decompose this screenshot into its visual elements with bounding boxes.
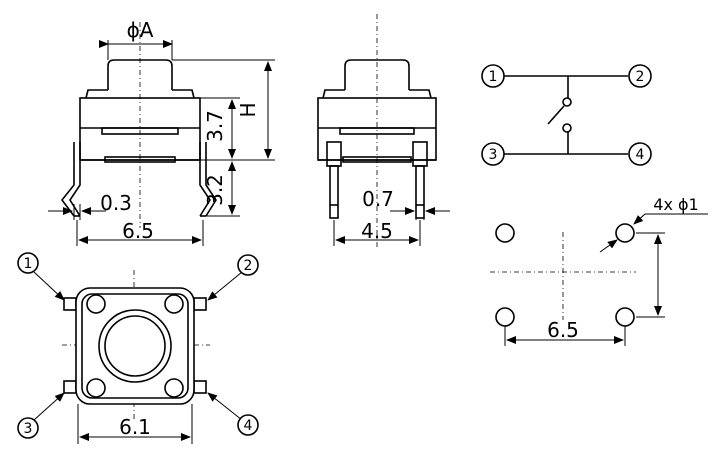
dim-6-5-pcb: 6.5: [547, 318, 579, 342]
schematic-pin-1: 1: [489, 69, 498, 85]
top-pin-2: 2: [244, 258, 253, 274]
dim-6-1: 6.1: [119, 415, 151, 439]
dim-0-7: 0.7: [362, 187, 394, 211]
switch-schematic: 1 2 3 4: [481, 64, 652, 166]
top-view: 1 2 3 4 6.1: [17, 252, 259, 444]
front-view: ϕA H 3.7 3.2 0.3 6.5: [48, 18, 275, 246]
dim-4-5: 4.5: [361, 219, 393, 243]
dim-3-7: 3.7: [203, 110, 227, 142]
top-pin-4: 4: [244, 418, 253, 434]
dim-h: H: [236, 102, 260, 117]
schematic-pin-4: 4: [636, 147, 645, 163]
pcb-layout: 4x ϕ1 6.5: [490, 195, 708, 346]
dim-3-2: 3.2: [203, 174, 227, 206]
side-view: 0.7 4.5: [317, 14, 450, 250]
dim-4x-phi1: 4x ϕ1: [653, 195, 698, 214]
dim-0-3: 0.3: [100, 191, 132, 215]
schematic-pin-2: 2: [636, 69, 645, 85]
top-pin-1: 1: [24, 256, 33, 272]
dim-phi-a: ϕA: [127, 18, 154, 42]
schematic-pin-3: 3: [489, 147, 498, 163]
dim-6-5-front: 6.5: [122, 219, 154, 243]
top-pin-3: 3: [24, 421, 33, 437]
